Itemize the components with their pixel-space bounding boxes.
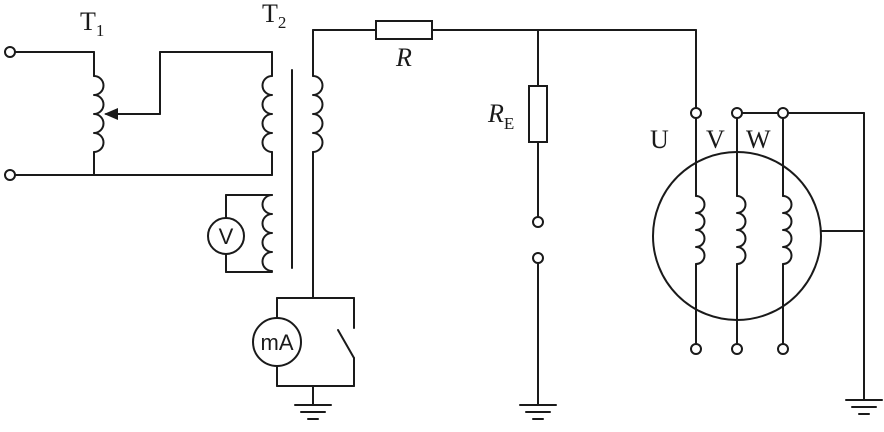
resistor-r	[375, 20, 433, 40]
t2-measuring-coil	[261, 194, 273, 272]
terminal-w-top[interactable]	[777, 107, 789, 119]
input-terminal-top[interactable]	[4, 46, 16, 58]
input-terminal-bottom[interactable]	[4, 169, 16, 181]
t1-wiper-arrow	[104, 108, 161, 120]
t2-primary-coil	[261, 75, 273, 153]
terminal-w-bottom[interactable]	[777, 343, 789, 355]
milliammeter-branch	[276, 151, 355, 406]
milliammeter-label: mA	[261, 330, 294, 355]
terminal-v-top[interactable]	[731, 107, 743, 119]
ground-motor	[845, 399, 883, 415]
resistor-re	[528, 85, 548, 143]
t2-secondary-coil	[312, 75, 324, 153]
shorting-switch-blade[interactable]	[337, 329, 355, 359]
winding-v	[736, 195, 747, 265]
resistor-r-label: R	[395, 43, 412, 72]
winding-w	[782, 195, 793, 265]
resistor-re-label: RE	[487, 99, 514, 133]
t2-label: T2	[262, 0, 286, 32]
terminal-v-bottom[interactable]	[731, 343, 743, 355]
terminal-u-top[interactable]	[690, 107, 702, 119]
input-leads	[13, 51, 95, 176]
ground-ma	[294, 404, 332, 420]
voltmeter-label: V	[219, 224, 234, 249]
t1-coil	[93, 75, 105, 153]
ground-re	[519, 404, 557, 420]
gap-terminal-bottom[interactable]	[532, 252, 544, 264]
voltmeter-loop	[225, 194, 273, 273]
phase-w-label: W	[746, 125, 771, 154]
voltmeter	[207, 217, 245, 255]
milliammeter	[252, 317, 302, 367]
terminal-u-bottom[interactable]	[690, 343, 702, 355]
winding-u	[695, 195, 706, 265]
t1-label: T1	[80, 7, 104, 40]
gap-terminal-top[interactable]	[532, 216, 544, 228]
phase-v-label: V	[706, 125, 725, 154]
phase-u-label: U	[650, 125, 669, 154]
